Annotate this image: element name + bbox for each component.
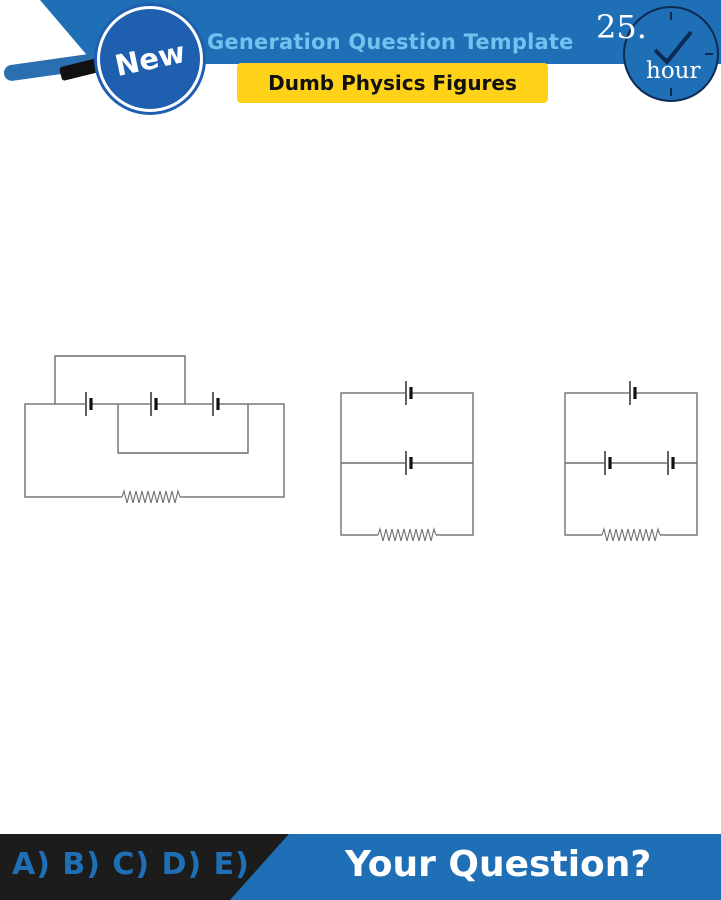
resistor-icon [601, 527, 661, 542]
timer-unit: hour [646, 58, 701, 84]
circuit-1 [24, 355, 285, 504]
page-title: Generation Question Template [207, 30, 574, 54]
battery-cell-icon [150, 392, 158, 416]
battery-cell-icon [604, 451, 612, 475]
answer-options: A) B) C) D) E) [12, 847, 250, 882]
subtitle-box: Dumb Physics Figures [237, 63, 548, 103]
battery-cell-icon [405, 451, 413, 475]
circuit-3 [564, 381, 698, 542]
battery-cell-icon [212, 392, 220, 416]
subtitle: Dumb Physics Figures [268, 71, 517, 95]
question-prompt: Your Question? [345, 844, 652, 885]
battery-cell-icon [405, 381, 413, 405]
battery-cell-icon [85, 392, 93, 416]
circuit-2 [340, 381, 474, 542]
resistor-icon [377, 527, 437, 542]
footer-right-band [230, 834, 721, 900]
battery-cell-icon [629, 381, 637, 405]
new-badge [97, 6, 203, 112]
battery-cell-icon [667, 451, 675, 475]
clock-icon [623, 6, 719, 102]
clock-hands-icon [653, 12, 713, 96]
timer-number: 25. [596, 8, 647, 46]
resistor-icon [121, 489, 181, 504]
